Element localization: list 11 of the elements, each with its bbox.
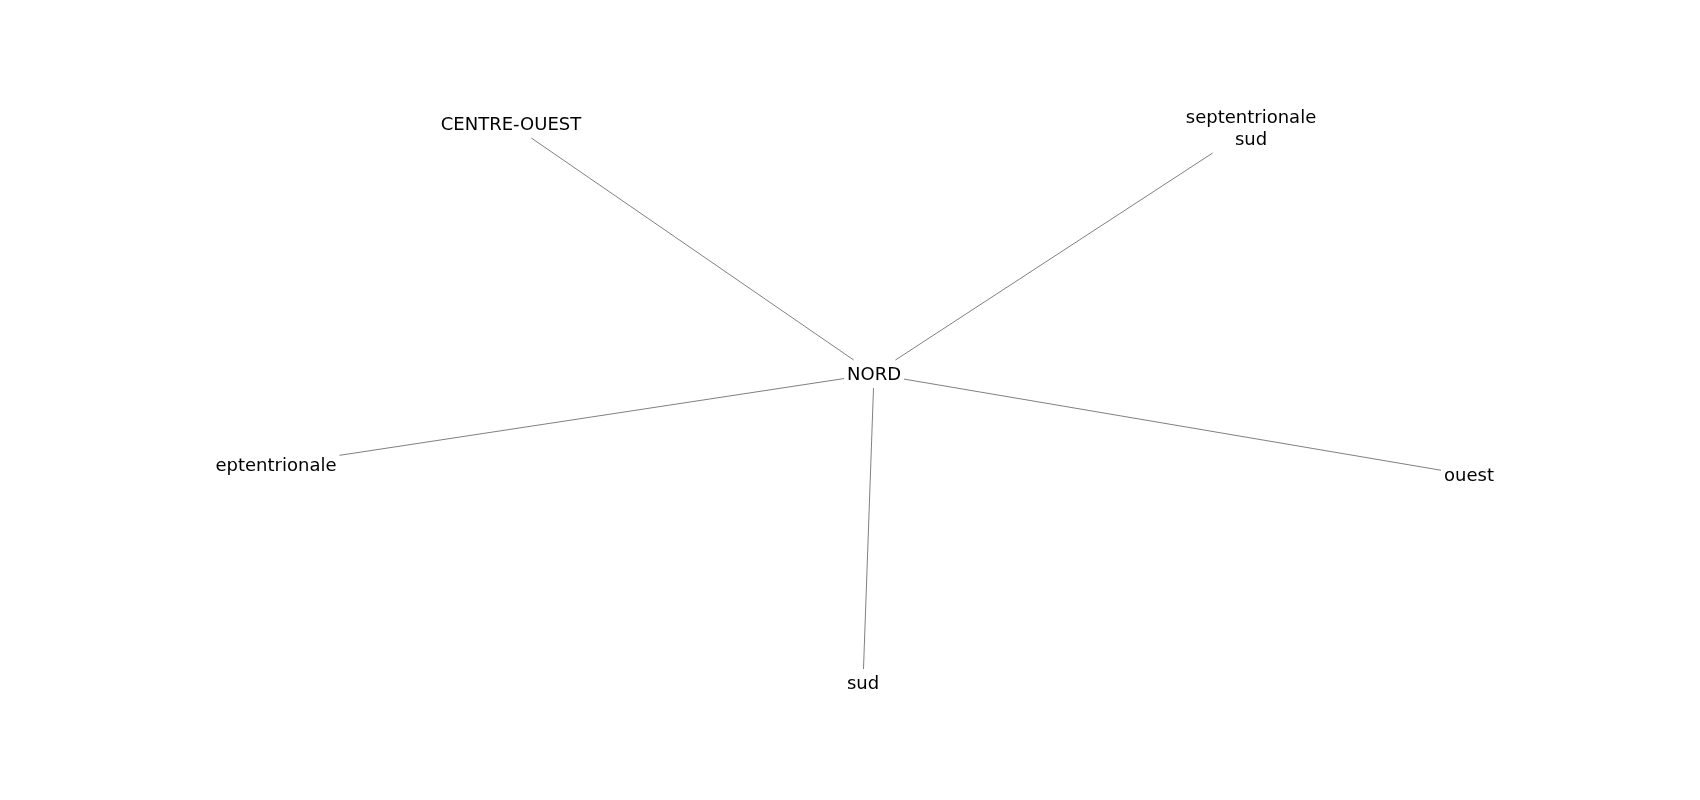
edge-line (530, 137, 855, 361)
node-label: eptentrionale (215, 454, 337, 476)
edge-line (863, 387, 874, 670)
node-label: septentrionale sud (1185, 106, 1317, 150)
edge-line (903, 378, 1442, 471)
node-label: ouest (1444, 464, 1494, 486)
edge-line (339, 378, 845, 456)
node-label: CENTRE-OUEST (440, 113, 582, 135)
node-label: sud (846, 672, 880, 694)
edge-line (894, 152, 1214, 361)
node-label: NORD (847, 363, 901, 385)
